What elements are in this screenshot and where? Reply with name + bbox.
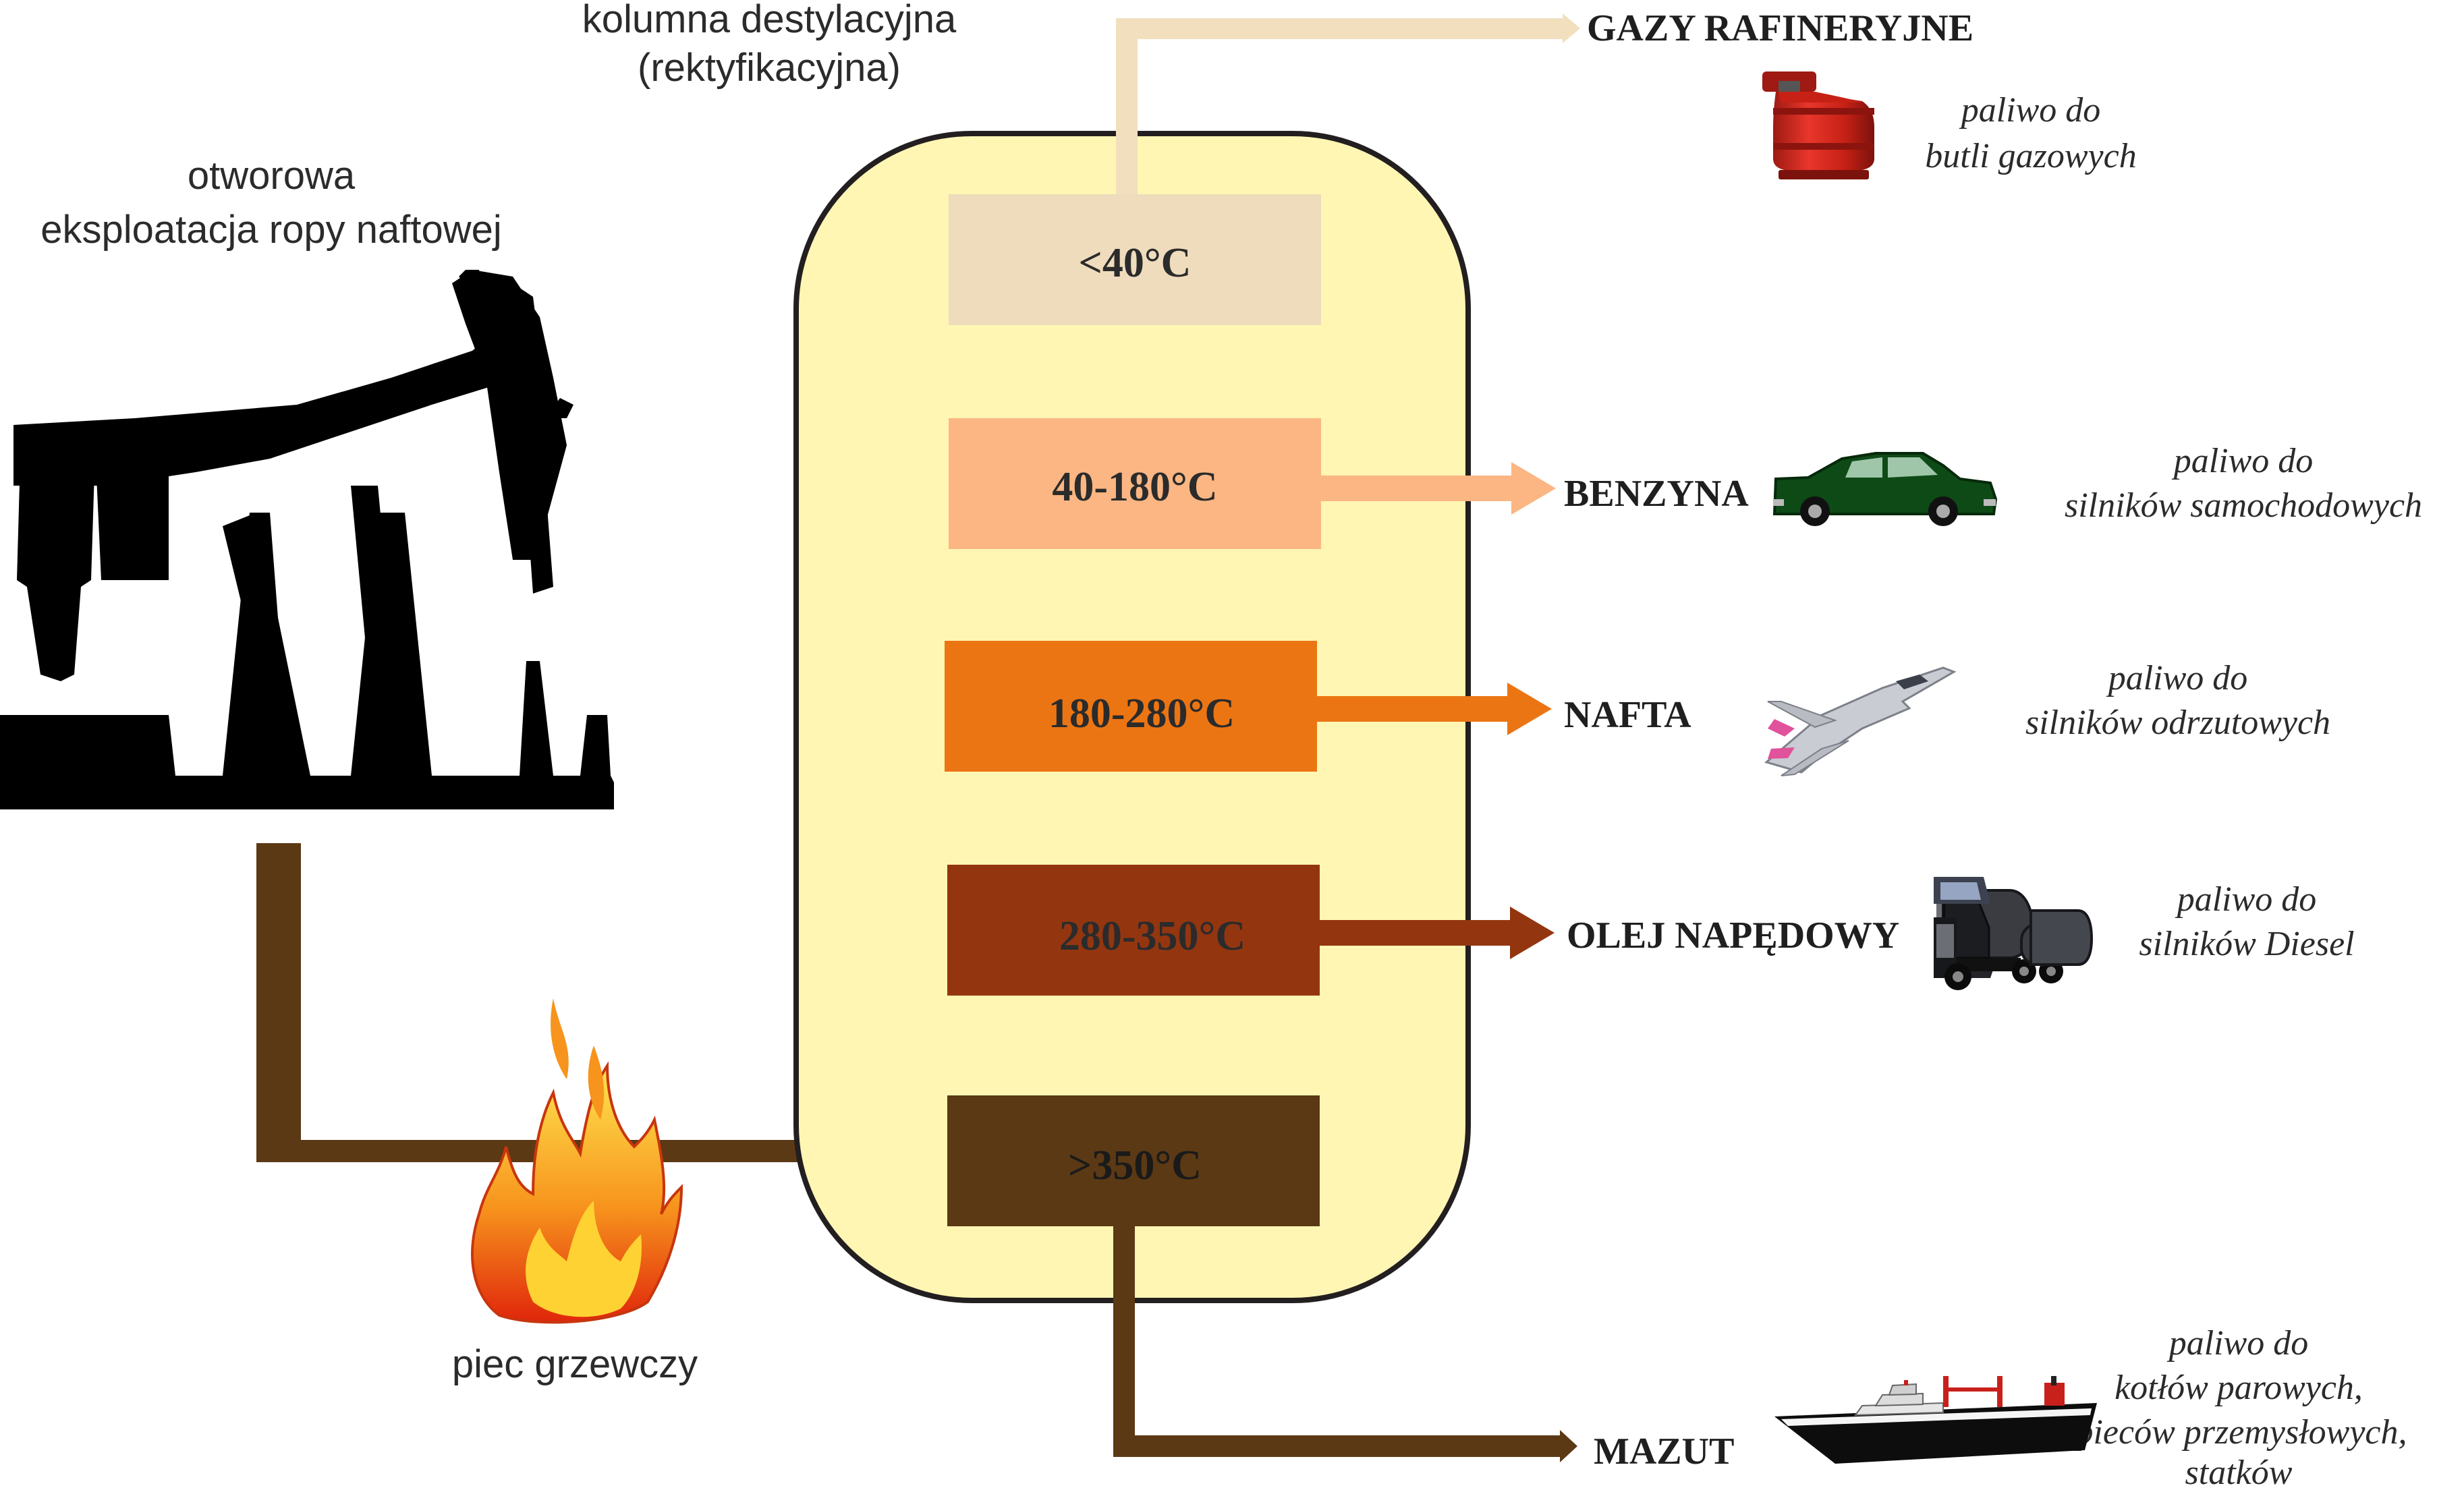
product-benzyna: BENZYNA: [1564, 473, 1749, 515]
oil-pump-title-line2: eksploatacja ropy naftowej: [40, 208, 502, 252]
use-nafta: paliwo do silników odrzutowych: [2025, 659, 2330, 742]
fraction-temp-2: 40-180°C: [1052, 464, 1217, 510]
use-nafta-line1: paliwo do: [2106, 659, 2248, 697]
product-olej: OLEJ NAPĘDOWY: [1567, 915, 1899, 956]
use-gazy: paliwo do butli gazowych: [1925, 91, 2136, 175]
oil-pump-title-line1: otworowa: [188, 154, 356, 198]
use-gazy-line1: paliwo do: [1959, 91, 2101, 130]
use-mazut-line2: kotłów parowych,: [2115, 1369, 2363, 1407]
use-benzyna-line1: paliwo do: [2171, 442, 2314, 480]
arrow-nafta: [1316, 683, 1552, 735]
tanker-truck-icon: [1934, 877, 2094, 990]
ship-icon: [1774, 1376, 2097, 1464]
fraction-box-5: >350°C: [947, 1095, 1320, 1226]
fraction-box-4: 280-350°C: [947, 865, 1320, 996]
oil-pump-jack-icon: [0, 270, 614, 809]
use-mazut-line1: paliwo do: [2166, 1324, 2309, 1363]
furnace-label: piec grzewczy: [452, 1342, 698, 1386]
gas-cylinder-icon: [1762, 71, 1874, 179]
product-nafta: NAFTA: [1564, 694, 1691, 736]
car-icon: [1772, 452, 1998, 526]
fraction-temp-4: 280-350°C: [1059, 913, 1245, 959]
use-benzyna-line2: silników samochodowych: [2065, 486, 2422, 525]
fraction-box-2: 40-180°C: [949, 418, 1321, 549]
jet-plane-icon: [1764, 666, 1957, 776]
fraction-temp-1: <40°C: [1079, 240, 1192, 286]
arrow-olej: [1318, 907, 1555, 959]
use-mazut: paliwo do kotłów parowych, pieców przemy…: [2073, 1324, 2407, 1490]
mazut-pipe: [1113, 1221, 1577, 1462]
column-title: kolumna destylacyjna (rektyfikacyjna): [582, 0, 957, 90]
fraction-box-1: <40°C: [949, 194, 1321, 325]
fraction-box-3: 180-280°C: [945, 641, 1317, 772]
use-olej-line1: paliwo do: [2175, 880, 2317, 919]
product-mazut: MAZUT: [1594, 1431, 1734, 1472]
use-olej: paliwo do silników Diesel: [2139, 880, 2354, 963]
column-title-line2: (rektyfikacyjna): [638, 46, 901, 90]
use-benzyna: paliwo do silników samochodowych: [2065, 442, 2422, 525]
column-title-line1: kolumna destylacyjna: [582, 0, 957, 41]
use-nafta-line2: silników odrzutowych: [2025, 704, 2330, 742]
use-mazut-line4: statków: [2185, 1454, 2293, 1490]
furnace-flame-icon: [471, 998, 683, 1324]
fraction-temp-3: 180-280°C: [1048, 691, 1235, 737]
use-olej-line2: silników Diesel: [2139, 925, 2354, 963]
fraction-temp-5: >350°C: [1068, 1143, 1202, 1188]
use-gazy-line2: butli gazowych: [1925, 137, 2136, 175]
gas-pipe: [1116, 13, 1580, 196]
use-mazut-line3: pieców przemysłowych,: [2073, 1413, 2407, 1452]
arrow-benzyna: [1320, 462, 1556, 515]
oil-pump-title: otworowa eksploatacja ropy naftowej: [40, 154, 502, 252]
product-gazy: GAZY RAFINERYJNE: [1587, 7, 1973, 49]
